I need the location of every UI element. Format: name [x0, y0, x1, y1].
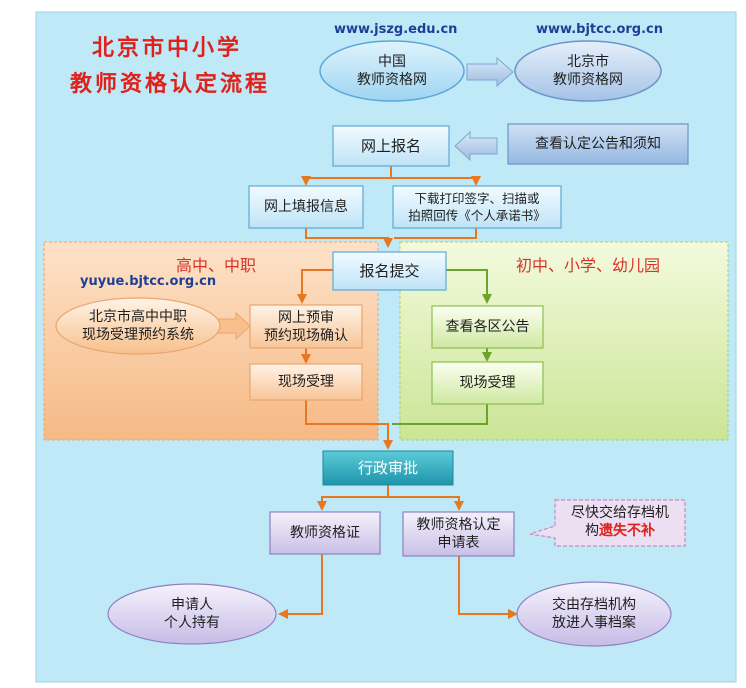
warning-callout-shape	[529, 499, 686, 547]
senior-section-label: 高中、中职	[176, 256, 257, 275]
submit-label: 报名提交	[359, 262, 420, 280]
notice-to-register-arrow	[454, 130, 498, 162]
pre-review-label: 网上预审 预约现场确认	[264, 309, 348, 344]
online-register-node[interactable]	[332, 125, 450, 167]
download-print-label: 下载打印签字、扫描或 拍照回传《个人承诺书》	[408, 191, 546, 223]
onsite-left-node[interactable]	[249, 363, 363, 401]
view-notice-node[interactable]	[507, 123, 689, 165]
certificate-node[interactable]	[269, 511, 381, 555]
china-site-node[interactable]	[319, 40, 465, 102]
callout-text: 尽快交给存档机 构	[571, 505, 669, 539]
submit-node[interactable]	[332, 251, 447, 291]
archive-node[interactable]	[516, 581, 672, 647]
onsite-right-node[interactable]	[431, 361, 544, 405]
archive-label: 交由存档机构 放进人事档案	[552, 597, 636, 631]
view-notice-label: 查看认定公告和须知	[535, 136, 661, 152]
certificate-label: 教师资格证	[290, 525, 360, 541]
china-site-label: 中国 教师资格网	[357, 54, 427, 88]
callout-warning-text: 遗失不补	[599, 523, 655, 539]
beijing-site-node[interactable]	[514, 40, 662, 102]
bjtcc-url[interactable]: www.bjtcc.org.cn	[536, 22, 664, 37]
booking-to-prereview-arrow	[217, 311, 251, 341]
pre-review-node[interactable]	[249, 304, 363, 349]
admin-approval-label: 行政审批	[357, 459, 418, 477]
flow-connectors	[278, 166, 518, 619]
title-line-2: 教师资格认定流程	[70, 71, 271, 97]
flow-connectors-green	[392, 269, 492, 425]
title-line-1: 北京市中小学	[92, 35, 243, 61]
application-form-node[interactable]	[402, 511, 515, 557]
district-notice-node[interactable]	[431, 305, 544, 349]
online-register-label: 网上报名	[360, 137, 421, 155]
download-print-node[interactable]	[392, 185, 562, 229]
site-link-arrow	[466, 56, 514, 88]
beijing-site-label: 北京市 教师资格网	[553, 54, 623, 88]
warning-callout: 尽快交给存档机 构遗失不补	[555, 502, 685, 544]
onsite-left-label: 现场受理	[278, 374, 334, 390]
onsite-right-label: 现场受理	[459, 375, 516, 391]
junior-section-label: 初中、小学、幼儿园	[516, 256, 661, 275]
jszg-url[interactable]: www.jszg.edu.cn	[334, 22, 458, 37]
booking-system-node[interactable]	[55, 297, 221, 355]
booking-system-label: 北京市高中中职 现场受理预约系统	[82, 309, 194, 343]
application-form-label: 教师资格认定 申请表	[416, 517, 501, 551]
fill-info-node[interactable]	[248, 185, 364, 229]
district-notice-label: 查看各区公告	[445, 319, 530, 335]
admin-approval-node[interactable]	[322, 450, 454, 486]
fill-info-label: 网上填报信息	[264, 199, 348, 215]
yuyue-url[interactable]: yuyue.bjtcc.org.cn	[80, 274, 217, 289]
applicant-keeps-label: 申请人 个人持有	[164, 597, 220, 631]
applicant-keeps-node[interactable]	[107, 583, 277, 645]
